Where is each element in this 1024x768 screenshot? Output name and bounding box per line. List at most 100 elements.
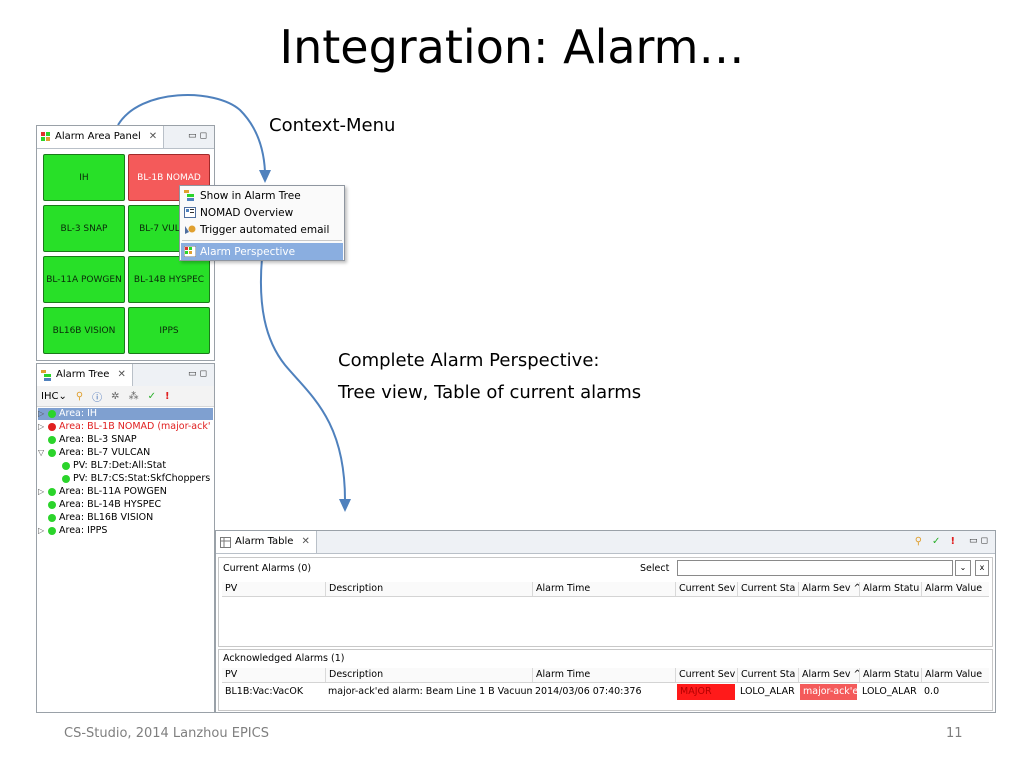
- column-header-current-sev[interactable]: Current Sev: [675, 582, 737, 596]
- column-header-description[interactable]: Description: [325, 582, 532, 596]
- area-cell-ih[interactable]: IH: [43, 154, 125, 201]
- tree-row-label: PV: BL7:CS:Stat:SkfChoppers: [73, 473, 211, 484]
- alarm-table-panel: Alarm Table ✕ ⚲ ✓ ! ▭◻ Current Alarms (0…: [215, 530, 996, 713]
- area-cell-bl14b-hyspec[interactable]: BL-14B HYSPEC: [128, 256, 210, 303]
- column-header-pv[interactable]: PV: [225, 669, 238, 680]
- alert-icon[interactable]: !: [950, 536, 955, 547]
- tree-row[interactable]: ▷Area: IPPS: [38, 525, 213, 537]
- tree-row[interactable]: PV: BL7:CS:Stat:SkfChoppers: [38, 473, 213, 485]
- expand-arrow-icon[interactable]: ▷: [38, 487, 45, 496]
- area-panel-icon: [41, 132, 50, 141]
- column-header-current-status[interactable]: Current Sta: [737, 582, 798, 596]
- tree-row[interactable]: ▷Area: IH: [38, 408, 213, 420]
- cell-alarm-status: LOLO_ALAR: [862, 686, 917, 697]
- tree-row[interactable]: PV: BL7:Det:All:Stat: [38, 460, 213, 472]
- email-icon: [185, 225, 196, 234]
- area-panel-tabbar: Alarm Area Panel ✕ ▭◻: [37, 126, 214, 149]
- minimize-icon[interactable]: ▭: [969, 536, 981, 546]
- column-header-alarm-time[interactable]: Alarm Time: [532, 582, 675, 596]
- cell-description: major-ack'ed alarm: Beam Line 1 B Vacuum: [328, 686, 532, 697]
- menu-item-alarm-perspective[interactable]: Alarm Perspective: [181, 243, 343, 260]
- column-header-current-sev[interactable]: Current Sev: [675, 668, 737, 682]
- clear-filter-icon[interactable]: x: [975, 560, 989, 576]
- config-dropdown-label: IHC: [41, 390, 59, 402]
- chevron-down-icon[interactable]: ⌄: [955, 560, 971, 576]
- tree-row[interactable]: ▷ Area: BL-11A POWGEN: [38, 486, 213, 498]
- minimize-icon[interactable]: ▭: [188, 369, 200, 379]
- status-dot-icon: [48, 488, 56, 496]
- tree-row[interactable]: Area: BL16B VISION: [38, 512, 213, 524]
- table-row[interactable]: BL1B:Vac:VacOK major-ack'ed alarm: Beam …: [222, 684, 989, 700]
- area-cell-bl1b-nomad[interactable]: BL-1B NOMAD: [128, 154, 210, 201]
- checkmark-icon[interactable]: ✓: [932, 536, 941, 547]
- info-icon[interactable]: ⓘ: [92, 392, 103, 404]
- area-panel-tab-label: Alarm Area Panel: [55, 131, 141, 142]
- menu-item-nomad-overview[interactable]: NOMAD Overview: [181, 204, 343, 221]
- tree-row[interactable]: ▽ Area: BL-7 VULCAN: [38, 447, 213, 459]
- window-controls: ▭◻: [188, 369, 210, 379]
- expand-arrow-icon[interactable]: ▷: [38, 422, 45, 431]
- column-header-alarm-time[interactable]: Alarm Time: [532, 668, 675, 682]
- tab-alarm-area-panel[interactable]: Alarm Area Panel ✕: [37, 126, 165, 148]
- tree-row[interactable]: Area: BL-3 SNAP: [38, 434, 213, 446]
- cell-alarm-value: 0.0: [924, 686, 940, 697]
- current-alarms-label: Current Alarms (0): [223, 563, 312, 574]
- area-cell-bl11a-powgen[interactable]: BL-11A POWGEN: [43, 256, 125, 303]
- area-cell-ipps[interactable]: IPPS: [128, 307, 210, 354]
- checkmark-icon[interactable]: ✓: [147, 390, 156, 402]
- tab-alarm-tree[interactable]: Alarm Tree ✕: [37, 364, 133, 386]
- menu-item-label: Show in Alarm Tree: [200, 189, 301, 202]
- alert-icon[interactable]: !: [164, 390, 170, 402]
- menu-item-trigger-email[interactable]: Trigger automated email: [181, 221, 343, 238]
- expand-arrow-icon[interactable]: ▷: [38, 526, 45, 535]
- expand-arrow-icon[interactable]: ▷: [38, 409, 45, 418]
- column-header-alarm-value[interactable]: Alarm Value: [921, 582, 991, 596]
- close-icon[interactable]: ✕: [301, 536, 310, 547]
- maximize-icon[interactable]: ◻: [980, 536, 991, 546]
- column-header-current-status[interactable]: Current Sta: [737, 668, 798, 682]
- perspective-note-line1: Complete Alarm Perspective:: [338, 350, 600, 371]
- settings-icon[interactable]: ✲: [111, 390, 120, 402]
- column-header-description[interactable]: Description: [325, 668, 532, 682]
- acknowledge-icon[interactable]: ⚲: [75, 390, 84, 402]
- tree-row[interactable]: Area: BL-14B HYSPEC: [38, 499, 213, 511]
- column-header-alarm-sev[interactable]: Alarm Sev ^: [798, 668, 859, 682]
- column-header-pv[interactable]: PV: [225, 583, 238, 594]
- alarm-tree-toolbar: IHC⌄ ⚲ ⓘ ✲ ⁂ ✓ !: [37, 386, 214, 407]
- alarm-table-tabbar: Alarm Table ✕ ⚲ ✓ ! ▭◻: [216, 531, 995, 554]
- status-dot-icon: [48, 423, 56, 431]
- config-dropdown[interactable]: IHC⌄: [41, 391, 67, 402]
- tab-alarm-table[interactable]: Alarm Table ✕: [216, 531, 317, 553]
- context-menu-arrowhead: [259, 170, 271, 183]
- column-header-alarm-sev[interactable]: Alarm Sev ^: [798, 582, 859, 596]
- alarm-tree-panel: Alarm Tree ✕ ▭◻ IHC⌄ ⚲ ⓘ ✲ ⁂ ✓ ! ▷Area: …: [36, 363, 215, 713]
- close-icon[interactable]: ✕: [117, 369, 126, 380]
- perspective-arrow: [259, 257, 346, 501]
- tree-row-label: Area: BL-7 VULCAN: [59, 447, 151, 458]
- perspective-arrowhead: [339, 499, 351, 512]
- close-icon[interactable]: ✕: [148, 131, 158, 142]
- area-cell-bl16b-vision[interactable]: BL16B VISION: [43, 307, 125, 354]
- minimize-icon[interactable]: ▭: [188, 131, 200, 141]
- area-cell-bl3-snap[interactable]: BL-3 SNAP: [43, 205, 125, 252]
- tree-row-label: Area: BL-11A POWGEN: [59, 486, 167, 497]
- window-controls: ▭◻: [969, 536, 991, 546]
- column-header-alarm-value[interactable]: Alarm Value: [921, 668, 991, 682]
- maximize-icon[interactable]: ◻: [199, 369, 210, 379]
- column-header-alarm-status[interactable]: Alarm Statu: [859, 668, 921, 682]
- status-dot-icon: [62, 462, 70, 470]
- tree-row-label: Area: BL-3 SNAP: [59, 434, 137, 445]
- menu-item-show-in-alarm-tree[interactable]: Show in Alarm Tree: [181, 187, 343, 204]
- current-alarms-section: Current Alarms (0) Select ⌄ x PV Descrip…: [218, 557, 993, 647]
- collapse-arrow-icon[interactable]: ▽: [38, 448, 45, 457]
- filter-icon[interactable]: ⁂: [128, 390, 139, 402]
- menu-item-label: NOMAD Overview: [200, 206, 294, 219]
- menu-separator: [182, 240, 342, 241]
- column-header-alarm-status[interactable]: Alarm Statu: [859, 582, 921, 596]
- select-label: Select: [640, 563, 670, 574]
- page-number: 11: [946, 726, 963, 741]
- maximize-icon[interactable]: ◻: [199, 131, 210, 141]
- acknowledge-icon[interactable]: ⚲: [914, 536, 923, 547]
- select-filter-input[interactable]: [677, 560, 953, 576]
- tree-row[interactable]: ▷Area: BL-1B NOMAD (major-ack': [38, 421, 213, 433]
